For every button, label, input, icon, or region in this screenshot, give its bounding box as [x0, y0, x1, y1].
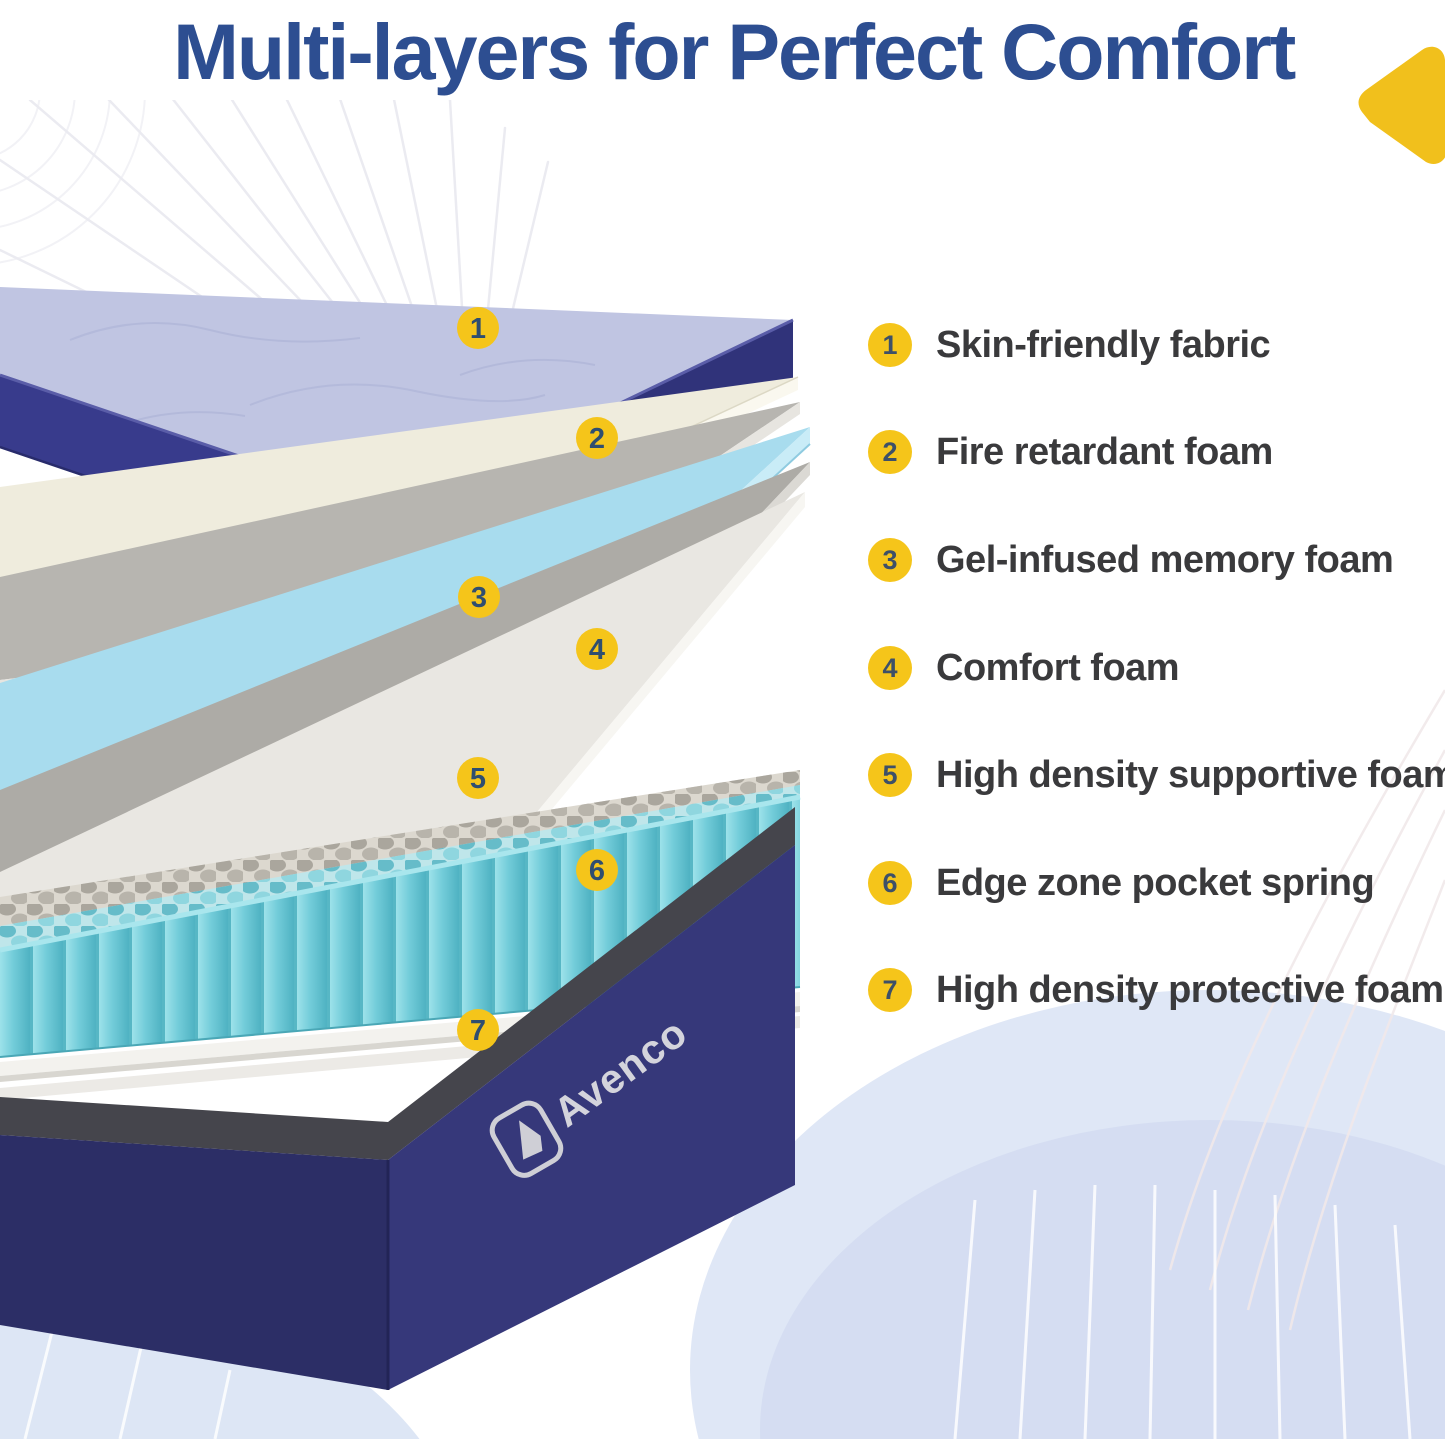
- svg-text:7: 7: [470, 1015, 486, 1047]
- legend-label: Fire retardant foam: [936, 430, 1273, 473]
- legend-label: Edge zone pocket spring: [936, 861, 1375, 904]
- legend-number-badge: 6: [868, 861, 912, 905]
- page-title: Multi-layers for Perfect Comfort: [173, 7, 1296, 96]
- list-item: 2 Fire retardant foam: [868, 430, 1273, 474]
- svg-text:6: 6: [589, 855, 605, 887]
- svg-text:5: 5: [470, 763, 486, 795]
- badge-5: 5: [457, 757, 499, 799]
- layer-supportive-foam: [0, 492, 805, 990]
- svg-text:3: 3: [471, 582, 487, 614]
- legend-number-badge: 4: [868, 646, 912, 690]
- layer-base: Avenco: [0, 807, 795, 1390]
- list-item: 3 Gel-infused memory foam: [868, 538, 1394, 582]
- list-item: 5 High density supportive foam: [868, 753, 1445, 797]
- diagram-badges: 1 2 3 4 5 6 7: [457, 307, 618, 1051]
- list-item: 1 Skin-friendly fabric: [868, 323, 1271, 367]
- mattress-diagram: Avenco 1 2 3 4 5 6 7: [0, 287, 811, 1390]
- legend-label: High density supportive foam: [936, 753, 1445, 796]
- badge-6: 6: [576, 849, 618, 891]
- legend-number-badge: 3: [868, 538, 912, 582]
- svg-text:1: 1: [470, 313, 486, 345]
- svg-text:4: 4: [589, 634, 605, 666]
- legend-label: Skin-friendly fabric: [936, 323, 1271, 366]
- badge-1: 1: [457, 307, 499, 349]
- legend-number-badge: 1: [868, 323, 912, 367]
- play-marker-icon: [1348, 40, 1445, 180]
- legend-number-badge: 5: [868, 753, 912, 797]
- legend-label: Gel-infused memory foam: [936, 538, 1394, 581]
- legend-number-badge: 7: [868, 968, 912, 1012]
- legend-number-badge: 2: [868, 430, 912, 474]
- list-item: 6 Edge zone pocket spring: [868, 861, 1375, 905]
- svg-text:2: 2: [589, 423, 605, 455]
- list-item: 4 Comfort foam: [868, 646, 1180, 690]
- badge-2: 2: [576, 417, 618, 459]
- legend-label: Comfort foam: [936, 646, 1180, 689]
- badge-3: 3: [458, 576, 500, 618]
- badge-4: 4: [576, 628, 618, 670]
- badge-7: 7: [457, 1009, 499, 1051]
